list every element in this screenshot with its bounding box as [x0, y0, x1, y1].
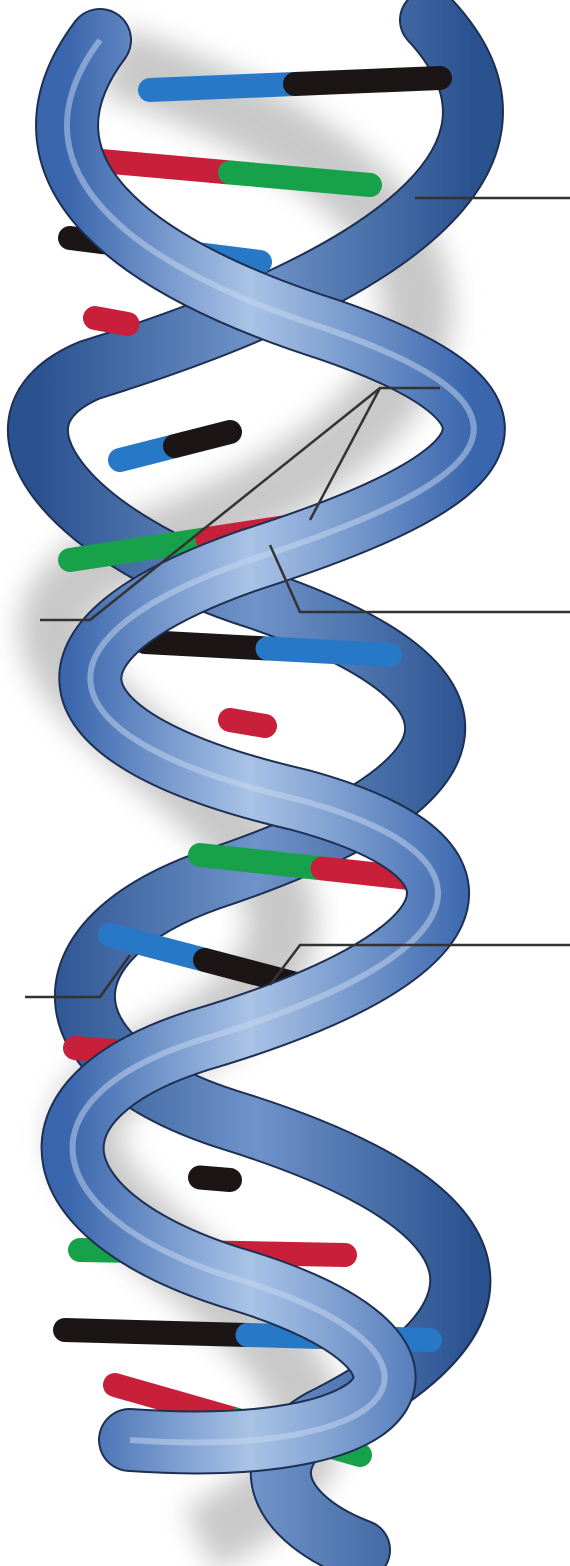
base-pair-1-left-blue: [150, 84, 295, 90]
base-pair-15-left-black: [65, 1330, 248, 1335]
base-pair-1-right-black: [295, 78, 440, 84]
base-pair-4-left-red: [95, 318, 128, 324]
base-pair-7-right-blue: [268, 649, 391, 656]
base-pair-7-left-black: [145, 642, 268, 649]
base-pair-2-right-green: [230, 173, 370, 186]
base-pair-13-right-black: [200, 1178, 230, 1181]
base-pair-8-left-red: [230, 720, 265, 726]
base-pair-10-left-green: [200, 855, 323, 869]
base-pair-5-right-black: [175, 432, 230, 446]
